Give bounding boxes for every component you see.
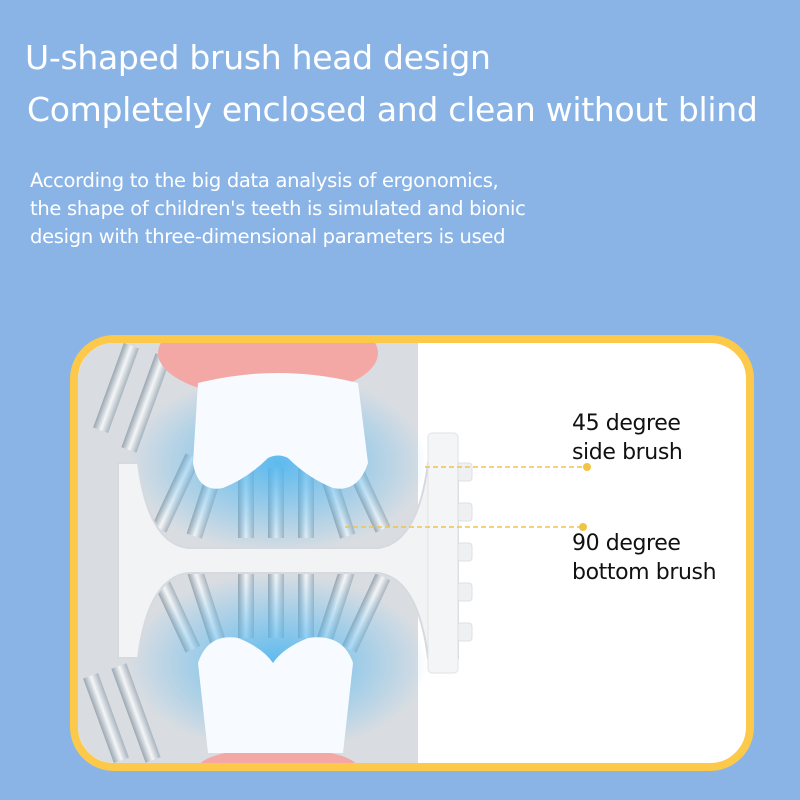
u-shaped-brush-illustration xyxy=(78,343,591,763)
product-image-frame: 45 degree side brush 90 degree bottom br… xyxy=(70,335,754,771)
callout-side-line1: 45 degree xyxy=(572,411,681,436)
description-line: According to the big data analysis of er… xyxy=(30,169,499,192)
description-line: design with three-dimensional parameters… xyxy=(30,225,506,248)
subheadline: Completely enclosed and clean without bl… xyxy=(27,90,758,129)
headline: U-shaped brush head design xyxy=(25,38,491,77)
callout-side-line2: side brush xyxy=(572,440,683,465)
callout-dot-side xyxy=(583,463,591,471)
callout-dot-bottom xyxy=(579,523,587,531)
upper-tooth xyxy=(193,373,368,489)
description-line: the shape of children's teeth is simulat… xyxy=(30,197,526,220)
callout-bottom-line1: 90 degree xyxy=(572,531,681,556)
brush-grip-ridges xyxy=(457,462,473,642)
lower-tooth xyxy=(198,637,353,753)
callout-bottom-line2: bottom brush xyxy=(572,560,717,585)
brush-handle-edge xyxy=(427,432,459,674)
